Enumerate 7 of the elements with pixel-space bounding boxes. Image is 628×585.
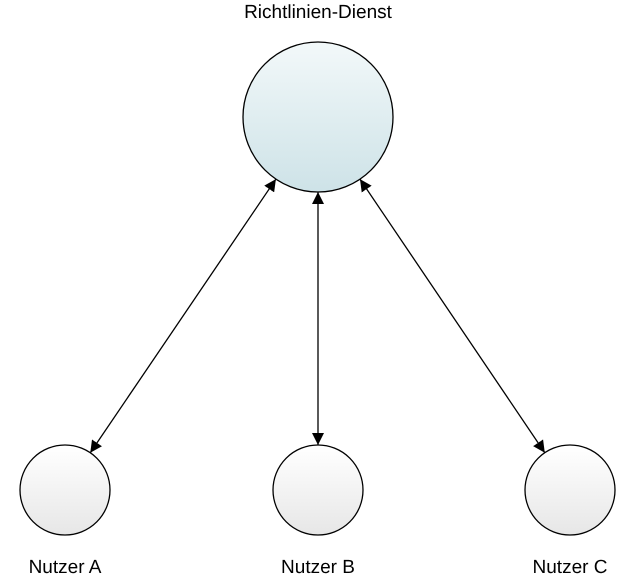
double-arrow [312, 192, 324, 445]
node-label: Richtlinien-Dienst [244, 2, 392, 24]
node-label: Nutzer C [532, 557, 608, 579]
double-arrow [90, 178, 276, 454]
double-arrow [359, 178, 546, 454]
node-label: Nutzer A [28, 557, 102, 579]
node-label: Nutzer B [281, 557, 355, 579]
